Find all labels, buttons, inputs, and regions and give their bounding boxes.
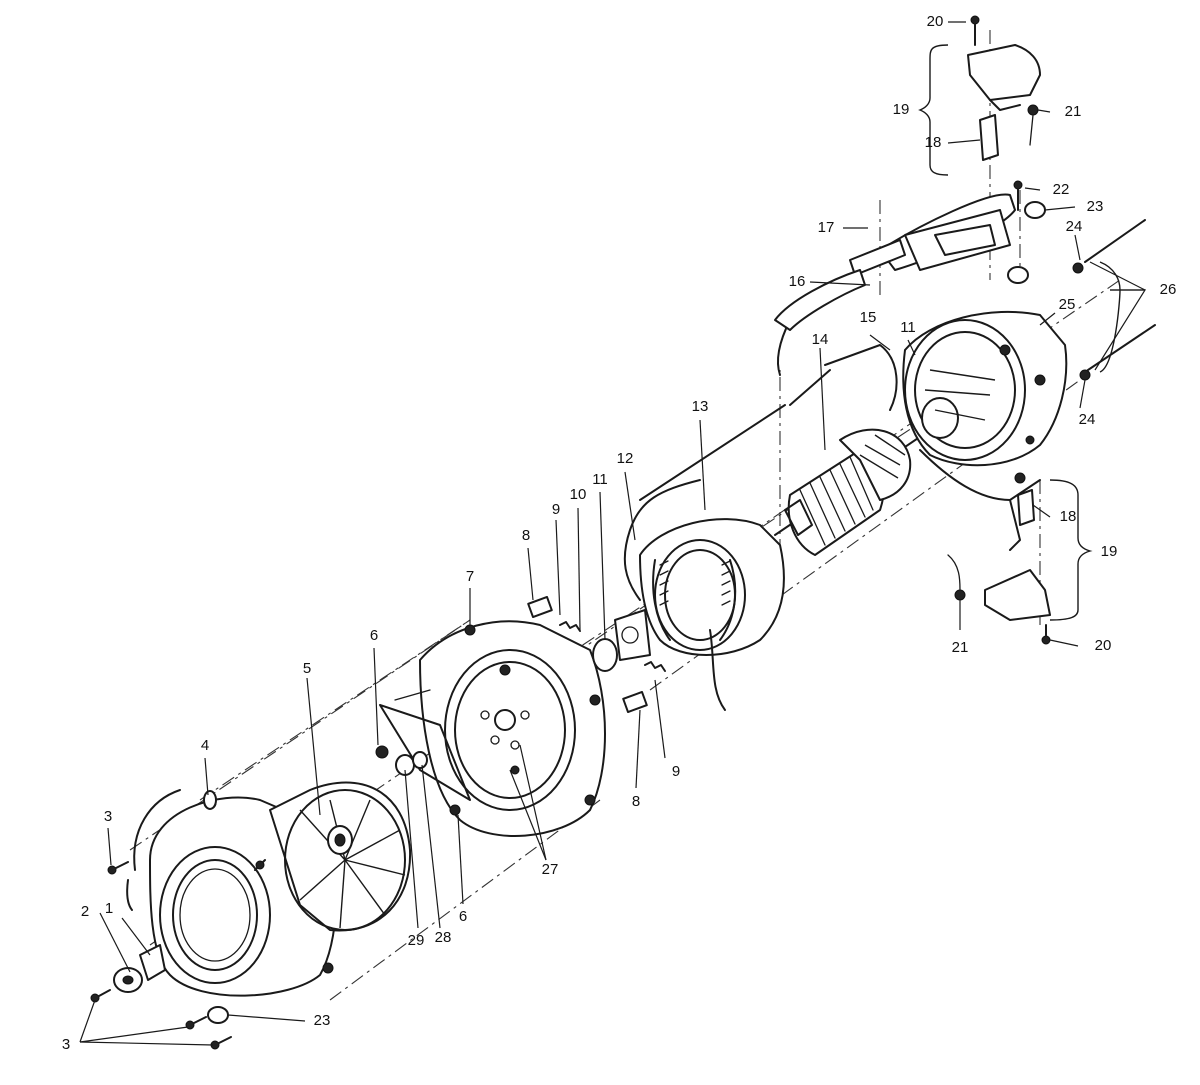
callout-2: 2 [81,903,89,920]
callout-8-top: 8 [522,527,530,544]
callout-5: 5 [303,660,311,677]
front-small-parts [90,790,266,1050]
callout-21-bottom: 21 [952,639,969,656]
callout-3-top: 3 [104,808,112,825]
callout-11-right: 11 [900,319,916,336]
callout-19-bottom: 19 [1101,543,1118,560]
callout-17: 17 [818,219,835,236]
callout-4: 4 [201,737,209,754]
callout-20-top: 20 [927,13,944,30]
callout-21-top: 21 [1065,103,1082,120]
callout-29: 29 [408,932,425,949]
callout-12: 12 [617,450,634,467]
callout-13: 13 [692,398,709,415]
callout-27: 27 [542,861,559,878]
callout-15: 15 [860,309,877,326]
callout-20-bottom: 20 [1095,637,1112,654]
callout-18-top: 18 [925,134,942,151]
handle-and-cord-guard [639,193,1016,501]
callout-1: 1 [105,900,113,917]
callout-leader-lines [79,21,1147,1046]
callout-14: 14 [812,331,829,348]
callout-3-bottom: 3 [62,1036,70,1053]
brush-holders-and-bearing [375,596,666,816]
callout-22: 22 [1053,181,1070,198]
callout-23-top: 23 [1087,198,1104,215]
group-braces [918,44,1121,621]
bottom-brush-cap-assembly [947,472,1051,645]
callout-24-bottom: 24 [1079,411,1096,428]
callout-7: 7 [466,568,474,585]
callout-6-top: 6 [370,627,378,644]
armature-rotor [774,428,931,556]
callout-9-bottom: 9 [672,763,680,780]
callout-18-bottom: 18 [1060,508,1077,525]
callout-11-left: 11 [592,471,608,488]
callout-23-bottom: 23 [314,1012,331,1029]
callout-28: 28 [435,929,452,946]
callout-16: 16 [789,273,806,290]
callout-26: 26 [1160,281,1177,298]
callout-6-bottom: 6 [459,908,467,925]
fan-impeller [269,781,412,932]
callout-8-bottom: 8 [632,793,640,810]
field-stator-coil [623,479,785,711]
callout-19-top: 19 [893,101,910,118]
callout-9-top: 9 [552,501,560,518]
callout-25: 25 [1059,296,1076,313]
top-brush-cap-assembly [967,15,1156,381]
rear-motor-housing [902,310,1068,551]
end-bell-bracket [379,620,606,837]
callout-24-top: 24 [1066,218,1083,235]
callout-10: 10 [570,486,587,503]
callout-labels: 20 19 21 18 22 23 17 24 26 16 15 11 25 1… [62,13,1177,1053]
